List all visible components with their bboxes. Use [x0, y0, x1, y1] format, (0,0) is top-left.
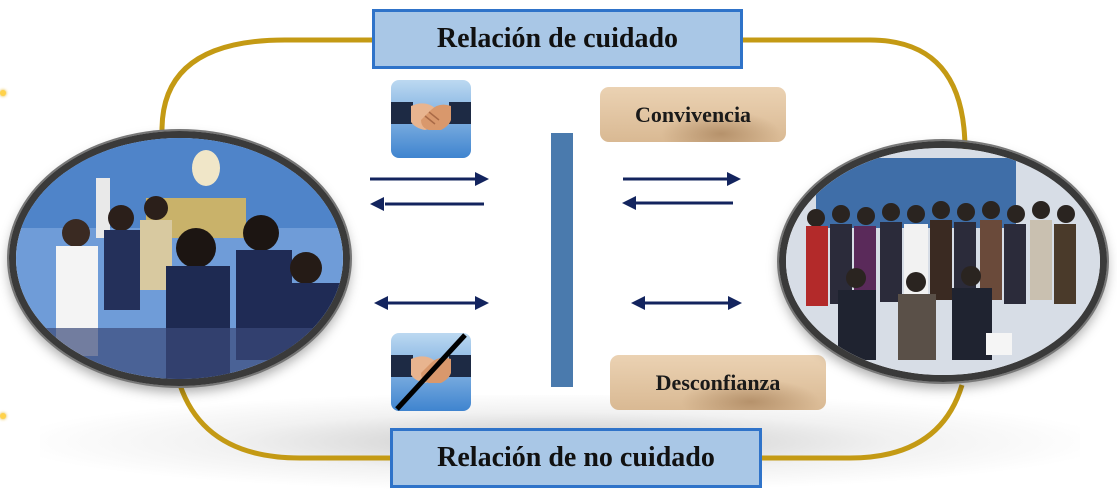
center-divider — [551, 133, 573, 387]
ring-top-left — [159, 37, 372, 131]
coexistence-label: Convivencia — [634, 101, 752, 127]
double-arrow-left — [374, 296, 489, 310]
spark-dot — [0, 90, 6, 96]
coexistence-tag: Convivencia — [600, 87, 786, 142]
arrow-pair-right-top — [622, 172, 741, 210]
crossed-handshake-icon — [391, 333, 471, 411]
ring-bottom-left — [177, 384, 390, 461]
ring-bottom-right — [762, 384, 965, 461]
ring-top-right — [743, 37, 968, 151]
distrust-tag: Desconfianza — [610, 355, 826, 410]
arrow-pair-left-top — [370, 172, 489, 211]
no-care-relation-title: Relación de no cuidado — [390, 428, 762, 488]
care-relation-label: Relación de cuidado — [436, 23, 679, 54]
handshake-icon — [391, 80, 471, 158]
double-arrow-right — [631, 296, 742, 310]
students-group-photo — [9, 131, 350, 386]
care-relation-title: Relación de cuidado — [372, 9, 743, 69]
distrust-label: Desconfianza — [655, 369, 781, 395]
no-care-relation-label: Relación de no cuidado — [437, 442, 715, 473]
teachers-group-photo — [779, 141, 1107, 382]
spark-dot — [0, 413, 6, 419]
